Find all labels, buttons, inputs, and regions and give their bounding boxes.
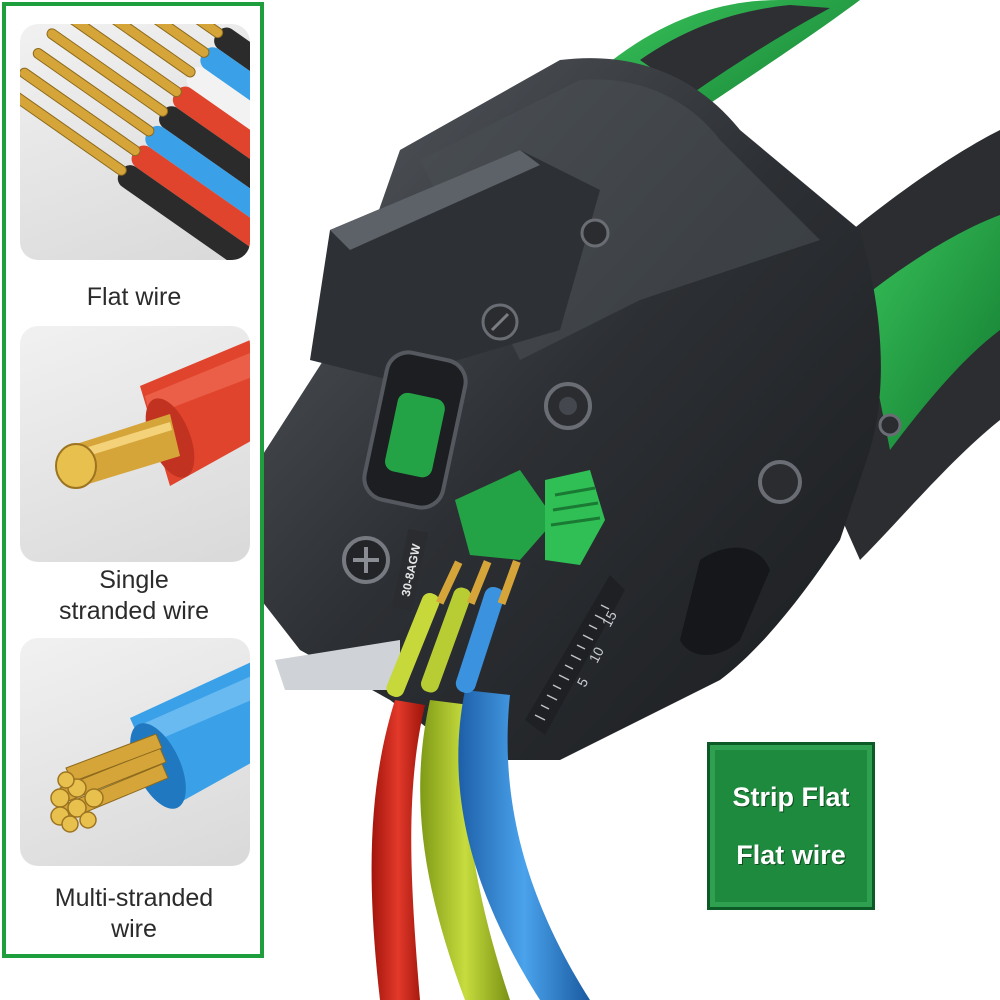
- rivet-icon: [878, 413, 902, 437]
- green-blade-insert: [455, 470, 555, 560]
- badge-line-1: Strip Flat: [732, 782, 850, 812]
- adjust-knob: [385, 392, 445, 478]
- blue-wire: [458, 690, 590, 1000]
- flat-ribbon-wire-icon: [20, 24, 250, 260]
- scale-mark: 15: [599, 608, 621, 629]
- strip-flat-badge: Strip Flat Flat wire: [707, 742, 875, 910]
- single-strand-wire-icon: [55, 340, 250, 489]
- wire-stripper-illustration: 30-8AGW 5 10 15: [250, 0, 1000, 1000]
- flat-wire-caption: Flat wire: [86, 283, 182, 311]
- red-wire: [371, 700, 425, 1000]
- yellow-green-wire: [420, 700, 510, 1000]
- scale-mark: 10: [586, 644, 608, 665]
- multi-strand-wire-icon: [50, 662, 250, 833]
- rivet-icon: [758, 460, 802, 504]
- multi-strand-card: [20, 638, 250, 866]
- badge-line-2: Flat wire: [736, 840, 846, 870]
- single-strand-card: [20, 326, 250, 562]
- flat-wire-card: [20, 24, 250, 260]
- rivet-icon: [580, 218, 610, 248]
